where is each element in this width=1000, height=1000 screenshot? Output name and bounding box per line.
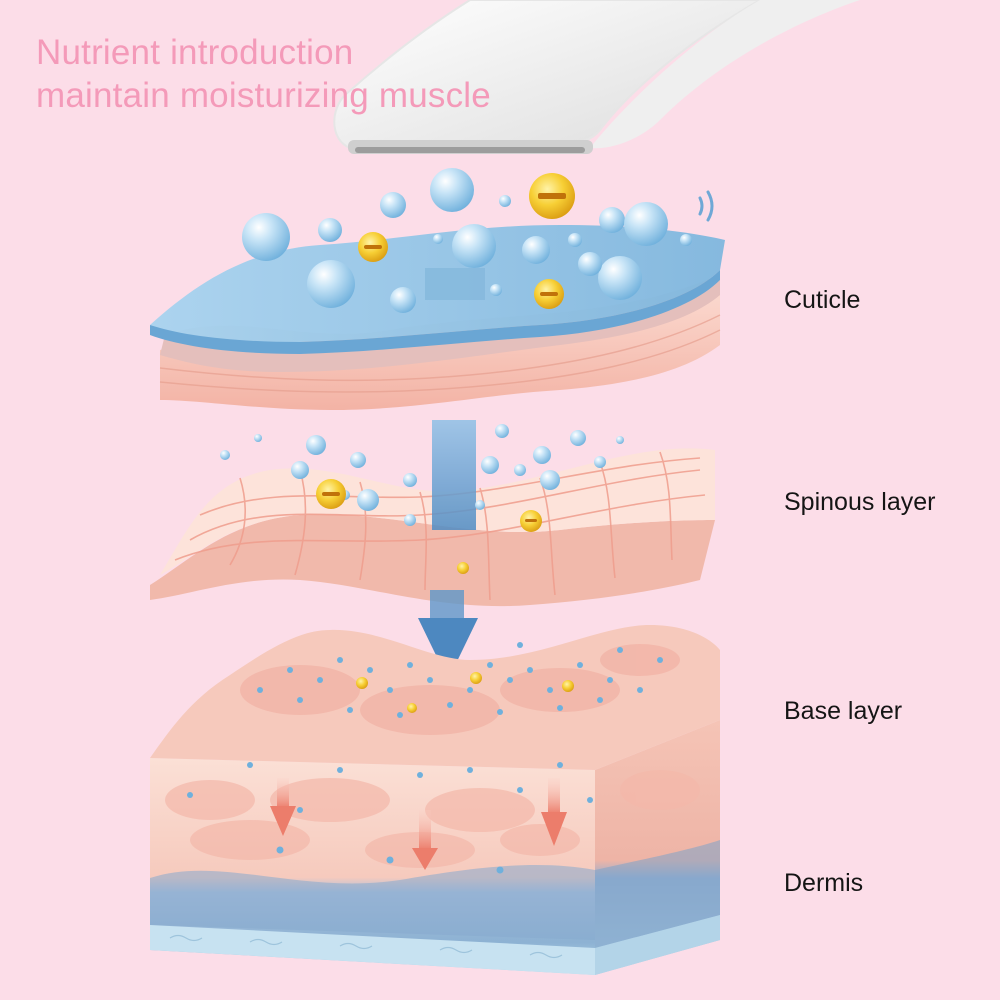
nutrient-capsule-icon bbox=[407, 703, 417, 713]
water-droplet-icon bbox=[568, 233, 582, 247]
nutrient-capsule-icon bbox=[316, 479, 346, 509]
water-droplet-icon bbox=[307, 260, 355, 308]
skin-block bbox=[150, 625, 720, 975]
vibration-waves-icon bbox=[698, 190, 714, 222]
water-droplet-icon bbox=[452, 224, 496, 268]
inner-down-arrows bbox=[270, 778, 567, 870]
nutrient-capsule-icon bbox=[470, 672, 482, 684]
water-droplet-icon bbox=[624, 202, 668, 246]
dermis-label: Dermis bbox=[784, 869, 864, 897]
nutrient-capsule-icon bbox=[457, 562, 469, 574]
water-droplet-icon bbox=[318, 218, 342, 242]
base-layer-label: Base layer bbox=[784, 697, 903, 725]
water-droplet-icon bbox=[522, 236, 550, 264]
water-droplet-icon bbox=[242, 213, 290, 261]
spinous-layer-label: Spinous layer bbox=[784, 488, 936, 516]
nutrient-capsule-icon bbox=[358, 232, 388, 262]
nutrient-capsule-icon bbox=[529, 173, 575, 219]
water-droplet-icon bbox=[490, 284, 502, 296]
nutrient-capsules-mid bbox=[316, 479, 542, 574]
down-arrow-icon bbox=[412, 810, 438, 870]
water-droplet-icon bbox=[433, 234, 443, 244]
cuticle-label: Cuticle bbox=[784, 286, 861, 314]
down-arrow-icon bbox=[418, 420, 478, 680]
water-droplet-icon bbox=[499, 195, 511, 207]
down-arrow-icon bbox=[270, 778, 296, 836]
water-droplets bbox=[242, 168, 692, 313]
water-droplet-icon bbox=[598, 256, 642, 300]
water-droplet-icon bbox=[599, 207, 625, 233]
cuticle-layer bbox=[150, 225, 725, 410]
nutrient-capsule-icon bbox=[534, 279, 564, 309]
base-droplets bbox=[187, 642, 663, 874]
water-droplet-icon bbox=[680, 234, 692, 246]
down-arrow-icon bbox=[541, 778, 567, 846]
water-droplet-icon bbox=[430, 168, 474, 212]
water-droplet-icon bbox=[390, 287, 416, 313]
nutrient-capsule-icon bbox=[356, 677, 368, 689]
headline-line-2: maintain moisturizing muscle bbox=[36, 76, 491, 115]
headline-line-1: Nutrient introduction bbox=[36, 33, 354, 72]
water-droplet-icon bbox=[380, 192, 406, 218]
water-droplet-icon bbox=[578, 252, 602, 276]
nutrient-capsules-base bbox=[356, 672, 574, 713]
applicator-device-icon bbox=[333, 0, 860, 154]
nutrient-capsule-icon bbox=[562, 680, 574, 692]
nutrient-capsules-top bbox=[358, 173, 575, 309]
nutrient-capsule-icon bbox=[520, 510, 542, 532]
